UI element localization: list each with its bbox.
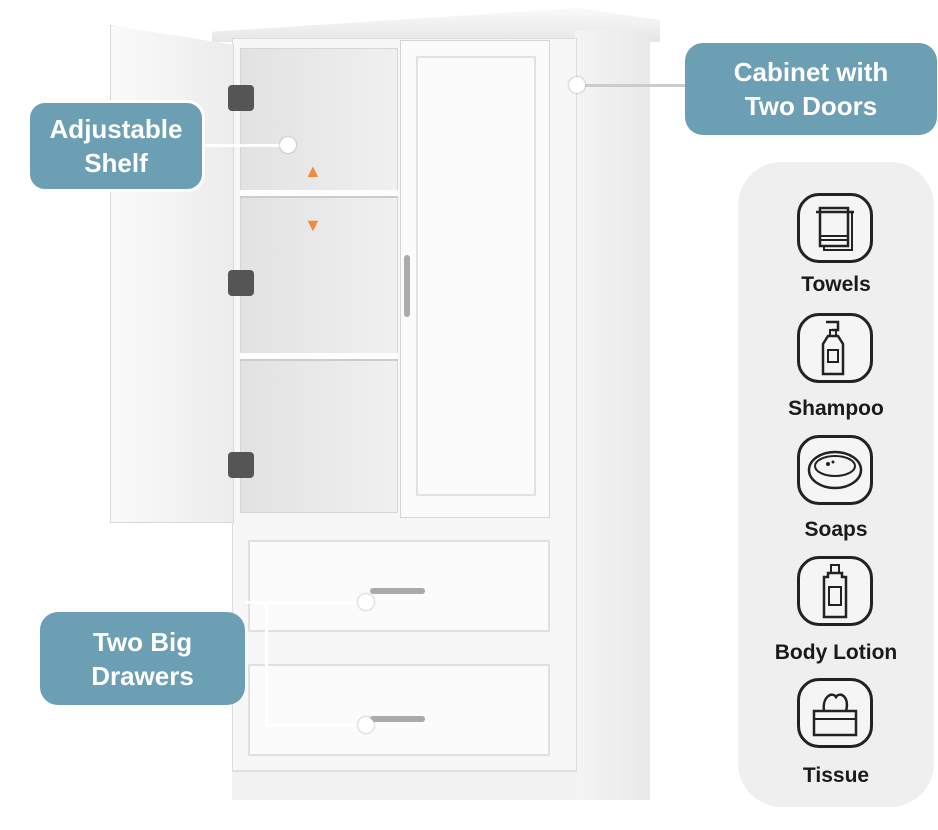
label-line: Cabinet with	[733, 57, 889, 87]
hinge	[228, 452, 254, 478]
callout-dot	[358, 594, 374, 610]
drawer-handle	[370, 716, 425, 722]
callout-line	[265, 724, 365, 727]
cabinet-doors-label: Cabinet with Two Doors	[685, 43, 937, 135]
label-line: Two Big	[92, 626, 193, 657]
callout-line	[265, 601, 268, 726]
drawers-label: Two Big Drawers	[40, 612, 245, 705]
use-label-body-lotion: Body Lotion	[774, 641, 898, 664]
soap-icon	[797, 435, 873, 505]
use-label-soaps: Soaps	[804, 518, 868, 541]
label-line: Two Doors	[744, 91, 878, 121]
cabinet-interior	[240, 48, 398, 513]
label-line: Adjustable	[49, 114, 183, 144]
cabinet-base	[232, 770, 577, 800]
use-label-towels: Towels	[801, 273, 871, 296]
label-line: Shelf	[84, 148, 148, 178]
use-label-shampoo: Shampoo	[788, 397, 884, 420]
callout-line	[205, 144, 287, 147]
use-label-tissue: Tissue	[802, 764, 870, 787]
right-door	[400, 40, 550, 518]
drawer-top	[248, 540, 550, 632]
drawer-bottom	[248, 664, 550, 756]
hinge	[228, 85, 254, 111]
shelf-adjust-arrow-icon: ▲▼	[304, 161, 322, 235]
callout-dot	[569, 77, 585, 93]
label-line: Drawers	[91, 660, 194, 691]
shelf	[240, 190, 398, 198]
cabinet-side	[575, 30, 650, 800]
towel-icon	[797, 193, 873, 263]
right-door-panel	[416, 56, 536, 496]
door-handle	[404, 255, 410, 317]
drawer-handle	[370, 588, 425, 594]
adjustable-shelf-label: Adjustable Shelf	[27, 100, 205, 192]
callout-line	[245, 601, 365, 604]
hinge	[228, 270, 254, 296]
shelf	[240, 353, 398, 361]
tissue-box-icon	[797, 678, 873, 748]
callout-dot	[358, 717, 374, 733]
shampoo-bottle-icon	[797, 313, 873, 383]
callout-dot	[280, 137, 296, 153]
callout-line	[580, 84, 685, 87]
lotion-bottle-icon	[797, 556, 873, 626]
